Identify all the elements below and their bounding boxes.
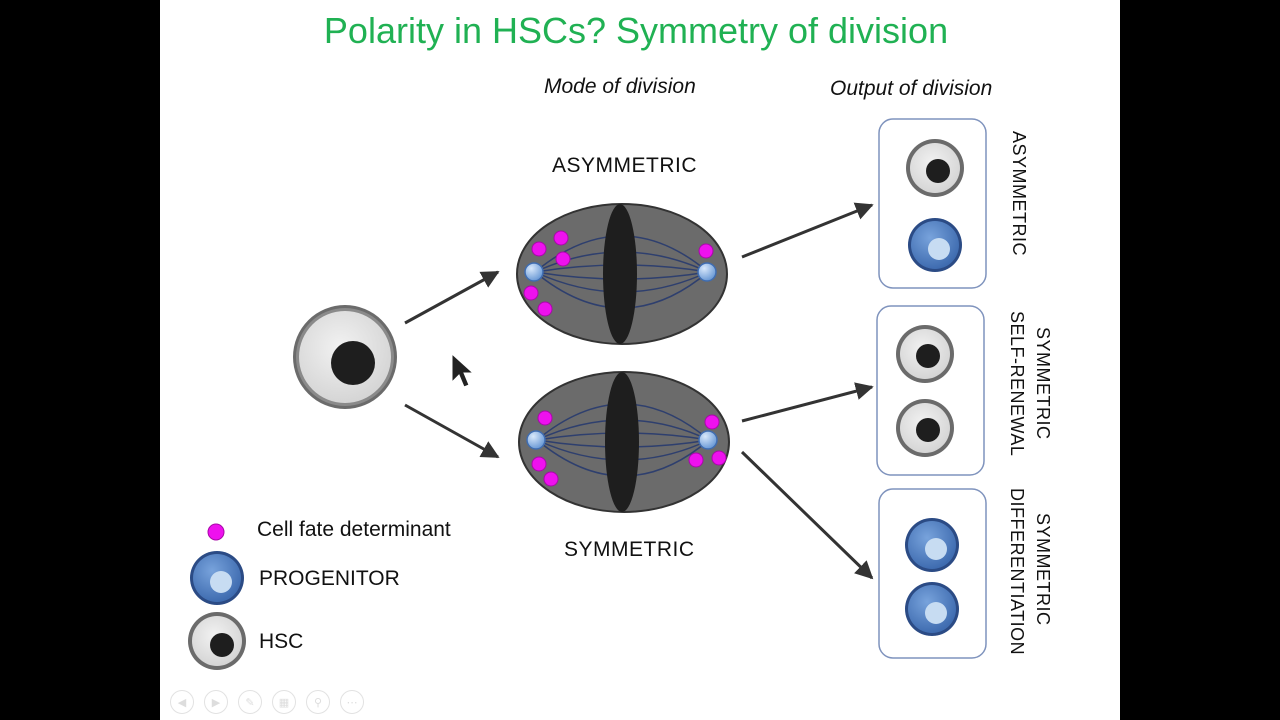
legend-hsc-cell — [188, 612, 246, 670]
division-diagram — [188, 118, 987, 670]
legend-progenitor-label: PROGENITOR — [259, 567, 400, 590]
arrow-to-differentiation-output — [740, 450, 874, 580]
centrosome-left — [526, 430, 546, 450]
centrosome-left — [524, 262, 544, 282]
output-heading: Output of division — [830, 77, 993, 100]
pen-icon[interactable]: ✎ — [238, 690, 262, 714]
output-label-differentiation-line1: SYMMETRIC — [1033, 513, 1053, 626]
output-label-differentiation-line2: DIFFERENTIATION — [1007, 488, 1027, 656]
slideshow-controls: ◀ ▶ ✎ ▦ ⚲ ⋯ — [170, 690, 364, 714]
centrosome-right — [697, 262, 717, 282]
output-label-self-renewal-line1: SYMMETRIC — [1033, 327, 1053, 440]
hsc-cell — [906, 139, 964, 197]
progenitor-cell — [905, 582, 959, 636]
output-box-self-renewal — [876, 305, 985, 476]
arrow-to-asymmetric-output — [741, 202, 874, 259]
slides-icon[interactable]: ▦ — [272, 690, 296, 714]
legend-hsc-label: HSC — [259, 630, 304, 653]
asymmetric-dividing-cell — [516, 203, 728, 345]
mouse-cursor-icon — [451, 352, 475, 388]
centrosome-right — [698, 430, 718, 450]
hsc-cell — [896, 325, 954, 383]
next-icon[interactable]: ▶ — [204, 690, 228, 714]
page-title: Polarity in HSCs? Symmetry of division — [323, 10, 949, 51]
more-icon[interactable]: ⋯ — [340, 690, 364, 714]
output-box-differentiation — [878, 488, 987, 659]
mode-heading: Mode of division — [544, 75, 696, 98]
slide: Polarity in HSCs? Symmetry of division — [160, 0, 1120, 720]
legend-progenitor-cell — [190, 551, 244, 605]
symmetric-division-label: SYMMETRIC — [564, 538, 695, 561]
legend-determinant-label: Cell fate determinant — [257, 518, 451, 541]
hsc-cell — [896, 399, 954, 457]
progenitor-cell — [908, 218, 962, 272]
output-box-asymmetric — [878, 118, 987, 289]
arrow-to-self-renewal-output — [741, 382, 874, 423]
output-label-self-renewal-line2: SELF-RENEWAL — [1007, 311, 1027, 457]
prev-icon[interactable]: ◀ — [170, 690, 194, 714]
output-label-asymmetric: ASYMMETRIC — [1009, 131, 1029, 257]
zoom-icon[interactable]: ⚲ — [306, 690, 330, 714]
arrow-to-asymmetric — [404, 270, 500, 325]
legend-determinant-dot — [207, 523, 225, 541]
parent-hsc-cell — [293, 305, 397, 409]
symmetric-dividing-cell — [518, 371, 730, 513]
arrow-to-symmetric — [404, 403, 500, 459]
asymmetric-division-label: ASYMMETRIC — [552, 154, 698, 177]
progenitor-cell — [905, 518, 959, 572]
